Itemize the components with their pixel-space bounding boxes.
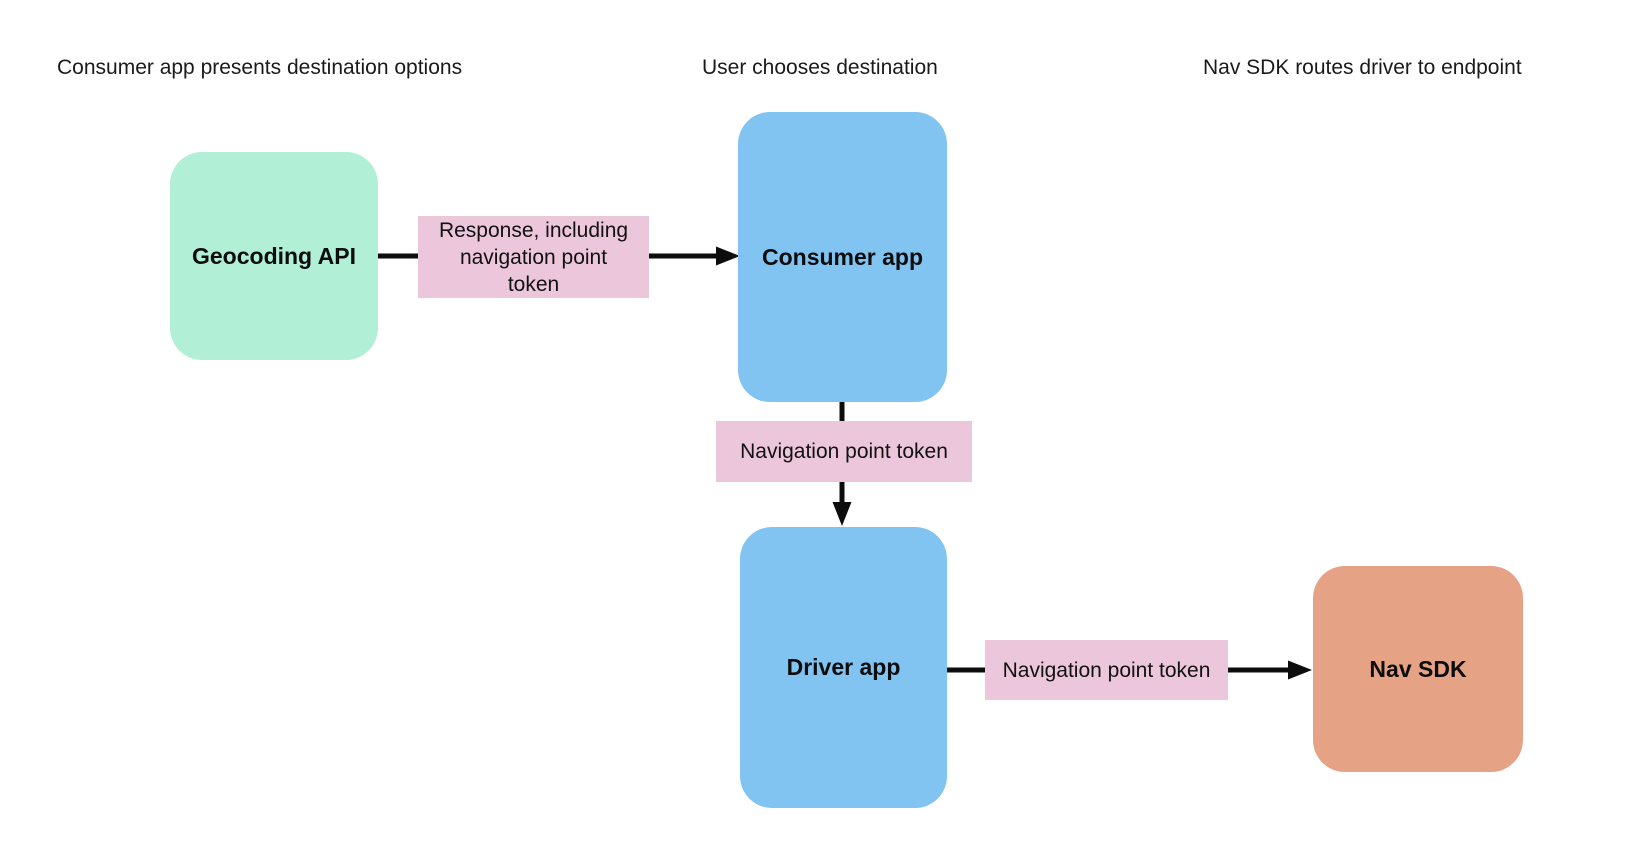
- node-consumer-app: Consumer app: [738, 112, 947, 402]
- node-driver-app: Driver app: [740, 527, 947, 808]
- column-header-nav-sdk-routes: Nav SDK routes driver to endpoint: [1203, 56, 1522, 79]
- column-header-consumer-presents: Consumer app presents destination option…: [57, 56, 463, 79]
- edge-label-response-including-token: Response, including navigation point tok…: [418, 216, 649, 298]
- column-header-user-chooses: User chooses destination: [702, 56, 938, 79]
- node-geocoding-api: Geocoding API: [170, 152, 378, 360]
- node-label-geocoding-api: Geocoding API: [192, 242, 356, 269]
- node-label-driver-app: Driver app: [786, 654, 901, 680]
- node-label-nav-sdk: Nav SDK: [1369, 655, 1467, 682]
- edge-label-text-line: navigation point: [459, 245, 608, 269]
- arrowhead-right-icon: [1288, 660, 1312, 680]
- edge-label-navigation-point-token-vertical: Navigation point token: [716, 421, 972, 482]
- node-nav-sdk: Nav SDK: [1313, 566, 1523, 772]
- node-label-consumer-app: Consumer app: [761, 243, 924, 270]
- edge-label-text-line: Response, including: [438, 218, 629, 242]
- arrowhead-right-icon: [716, 246, 740, 266]
- edge-label-text-line: token: [507, 272, 560, 296]
- arrowhead-down-icon: [832, 502, 852, 526]
- edge-label-navigation-point-token-horizontal: Navigation point token: [985, 640, 1228, 700]
